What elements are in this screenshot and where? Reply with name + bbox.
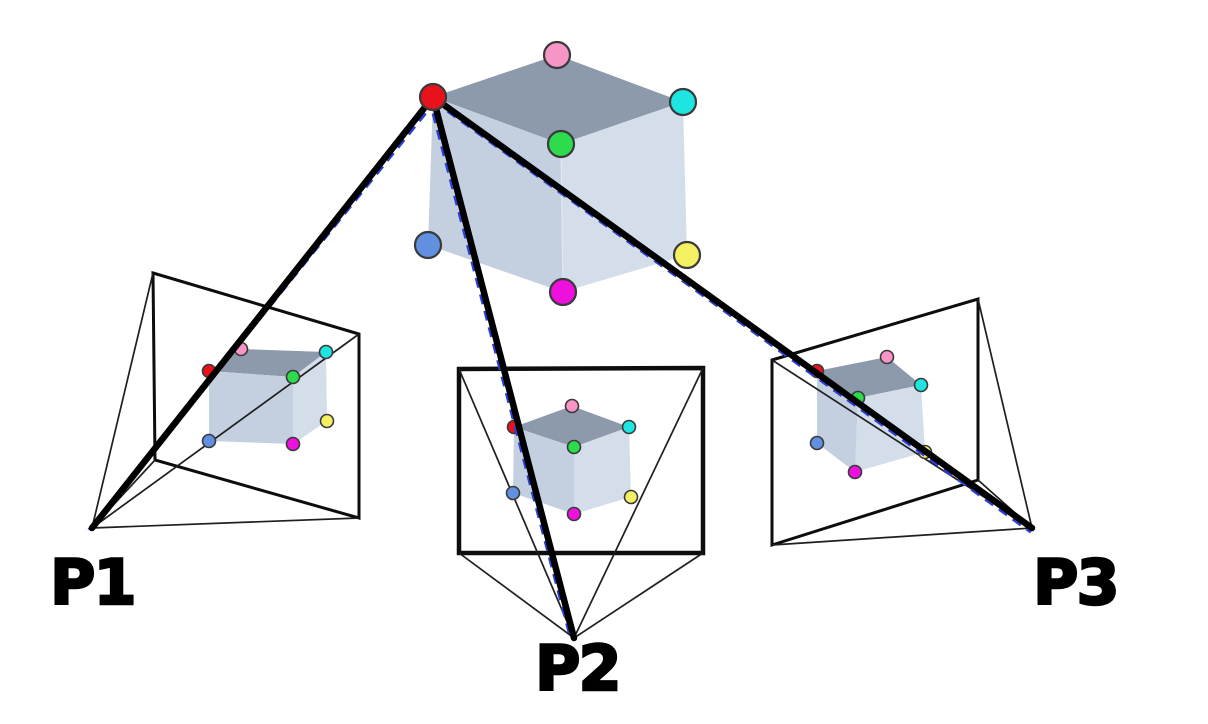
frustum-line-p2-0 — [458, 368, 575, 639]
camera-p1-cube-point-blue — [201, 433, 217, 449]
camera-p3-cube-face-top — [817, 357, 921, 398]
epipolar-line-p2 — [427, 96, 573, 640]
frustum-line-p2-1 — [573, 367, 704, 639]
camera-p2-cube-point-green — [566, 439, 582, 455]
camera-p2-cube-face-right — [574, 427, 631, 514]
camera-p2-cube-face-left — [513, 427, 574, 514]
main-cube-point-blue — [413, 230, 443, 260]
main-cube-point-cyan — [668, 87, 698, 117]
camera-p3 — [770, 296, 1033, 548]
camera-label-p2: P2 — [535, 632, 620, 705]
camera-label-p1: P1 — [50, 546, 135, 619]
camera-p2-cube-point-yellow — [623, 489, 639, 505]
main-cube-body-layer — [428, 55, 687, 293]
projection-ray-p3 — [429, 93, 1036, 532]
camera-p1-cube-face-left — [209, 371, 293, 444]
frustum-line-p2-2 — [573, 552, 704, 639]
main-cube-points-layer — [413, 40, 702, 307]
camera-p1-cube-point-green — [285, 369, 301, 385]
cameras-layer — [91, 270, 1033, 639]
camera-p2-cube-point-cyan — [621, 419, 637, 435]
main-cube-point-green — [546, 129, 576, 159]
frustum-line-p1-1 — [91, 333, 360, 529]
main-cube-face-top — [433, 55, 683, 144]
camera-p2-cube-point-magenta — [566, 506, 582, 522]
frustum-line-p3-1 — [977, 298, 1033, 529]
projection-ray-p1 — [88, 93, 437, 532]
camera-p3-cube-point-pink — [879, 349, 895, 365]
camera-label-p3: P3 — [1033, 546, 1118, 619]
camera-p3-cube-point-magenta — [847, 464, 863, 480]
camera-p1-cube-face-top — [209, 349, 326, 377]
camera-p2 — [456, 365, 706, 639]
main-cube-point-red — [418, 82, 448, 112]
main-cube-point-magenta — [548, 277, 578, 307]
camera-p3-cube-point-cyan — [913, 377, 929, 393]
frustum-line-p1-0 — [91, 272, 154, 529]
projection-ray-p2 — [429, 93, 578, 642]
main-cube-front-edge — [560, 143, 564, 293]
frustum-line-p1-2 — [91, 517, 360, 529]
camera-p3-cube-point-blue — [809, 435, 825, 451]
main-cube-point-pink — [542, 40, 572, 70]
camera-p1-cube-point-cyan — [318, 344, 334, 360]
camera-p1-cube-point-magenta — [285, 436, 301, 452]
projection-rays-layer — [87, 93, 1036, 642]
main-cube-point-yellow — [672, 240, 702, 270]
frustum-line-p2-3 — [458, 552, 575, 639]
camera-p1-cube-point-yellow — [319, 413, 335, 429]
camera-labels-layer: P1 P2 P3 — [49, 545, 1121, 706]
camera-p2-cube-point-pink — [564, 398, 580, 414]
frustum-line-p3-3 — [771, 527, 1033, 546]
camera-p2-cube-face-top — [514, 406, 629, 447]
main-cube-face-right — [561, 102, 687, 292]
camera-p2-cube-point-blue — [505, 485, 521, 501]
main-cube-face-left — [428, 97, 563, 292]
camera-p1 — [91, 270, 361, 529]
